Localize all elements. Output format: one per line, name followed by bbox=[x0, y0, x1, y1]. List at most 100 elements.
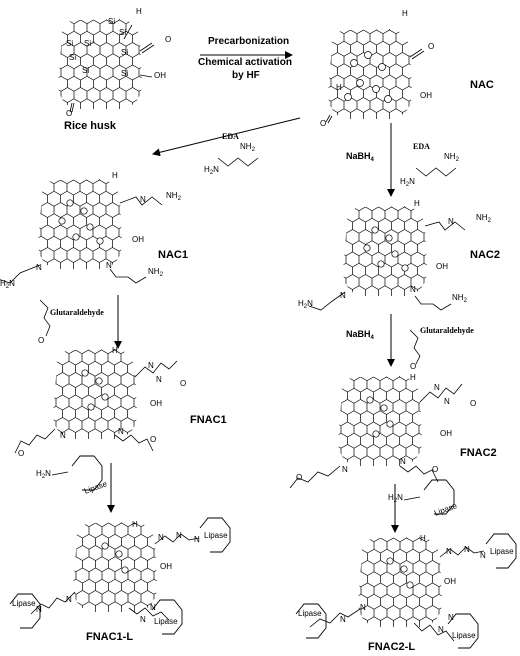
nac1-framework bbox=[0, 179, 163, 284]
atom-nh2-nac1-1: NH2 bbox=[166, 191, 181, 203]
atom-h2n-lipase-left: H2N bbox=[36, 469, 51, 481]
atom-si-4: Si bbox=[69, 53, 77, 62]
atom-nh2-nac2-2: NH2 bbox=[452, 293, 467, 305]
atom-nh2-eda-right: NH2 bbox=[444, 152, 459, 164]
atom-n-nac2-1: N bbox=[448, 217, 454, 226]
atom-n-fnac2-3: N bbox=[342, 465, 348, 474]
atom-n-fnac2l-4: N bbox=[340, 615, 346, 624]
atom-n-fnac1l-6: N bbox=[150, 603, 156, 612]
atom-n-fnac1-3: N bbox=[60, 431, 66, 440]
lipase-text-fnac2l-bottom: Lipase bbox=[452, 631, 476, 640]
atom-oh-nac1: OH bbox=[132, 235, 144, 244]
lipase-amine-right bbox=[403, 496, 421, 501]
atom-n-fnac2l-2: N bbox=[464, 545, 470, 554]
atom-n-nac2-2: N bbox=[340, 291, 346, 300]
atom-n-fnac2-1: N bbox=[434, 383, 440, 392]
atom-h-fnac2l: H bbox=[420, 534, 426, 543]
nac2-framework bbox=[308, 206, 466, 311]
atom-n-nac2-3: N bbox=[410, 285, 416, 294]
eda-molecule-left bbox=[217, 157, 259, 167]
atom-oh-nac: OH bbox=[420, 91, 432, 100]
label-nac: NAC bbox=[470, 79, 494, 91]
reagent-nabh4-2: NaBH4 bbox=[346, 329, 374, 342]
atom-o-fnac2-3: O bbox=[432, 465, 439, 474]
glutaraldehyde-molecule-left bbox=[39, 299, 51, 337]
atom-oh-fnac1l: OH bbox=[160, 562, 172, 571]
atom-n-nac1-3: N bbox=[106, 261, 112, 270]
atom-o-ricehusk-aldehyde: O bbox=[165, 35, 172, 44]
atom-o-nac-aldehyde: O bbox=[428, 42, 435, 51]
label-nac1: NAC1 bbox=[158, 249, 188, 261]
atom-n-nac1-2: N bbox=[36, 263, 42, 272]
lipase-shape-fnac2l-left bbox=[295, 603, 327, 639]
reagent-precarbonization: Precarbonization bbox=[208, 36, 290, 47]
atom-oh-ricehusk: OH bbox=[154, 71, 166, 80]
reagent-eda-right: EDA bbox=[413, 142, 430, 151]
lipase-shape-fnac1l-bottom bbox=[151, 599, 183, 635]
reagent-glutaraldehyde-left: Glutaraldehyde bbox=[50, 308, 104, 317]
fnac2-framework bbox=[289, 376, 463, 489]
lipase-shape-fnac1l-top bbox=[199, 517, 231, 553]
atom-h-ricehusk: H bbox=[136, 7, 142, 16]
lipase-shape-fnac2l-top bbox=[485, 533, 517, 569]
atom-n-fnac2-4: N bbox=[400, 457, 406, 466]
label-fnac2: FNAC2 bbox=[460, 447, 497, 459]
lipase-shape-fnac1l-left bbox=[9, 593, 41, 629]
atom-h-fnac1l: H bbox=[132, 520, 138, 529]
atom-h2n-nac1: H2N bbox=[0, 279, 15, 291]
label-rice-husk: Rice husk bbox=[64, 120, 116, 132]
atom-o-glut-right: O bbox=[410, 362, 417, 371]
atom-n-fnac1l-7: N bbox=[140, 615, 146, 624]
atom-n-fnac1-1: N bbox=[148, 361, 154, 370]
reagent-glutaraldehyde-right: Glutaraldehyde bbox=[420, 326, 474, 335]
eda-molecule-right bbox=[415, 167, 457, 177]
label-nac2: NAC2 bbox=[470, 249, 500, 261]
reagent-nabh4-1: NaBH4 bbox=[346, 151, 374, 164]
atom-n-fnac2l-1: N bbox=[446, 547, 452, 556]
atom-nh2-eda-left: NH2 bbox=[240, 142, 255, 154]
atom-n-fnac2l-7: N bbox=[438, 625, 444, 634]
atom-si-3: Si bbox=[66, 39, 74, 48]
atom-si-2: Si bbox=[119, 28, 127, 37]
atom-o-fnac2-1: O bbox=[470, 399, 477, 408]
atom-o-fnac1-2: O bbox=[18, 449, 25, 458]
reagent-nabh4-2-subscript: 4 bbox=[370, 335, 374, 341]
atom-n-fnac1l-2: N bbox=[176, 531, 182, 540]
atom-o-glut-left: O bbox=[38, 336, 45, 345]
lipase-text-fnac1l-bottom: Lipase bbox=[154, 617, 178, 626]
atom-nh2-nac2-1: NH2 bbox=[476, 213, 491, 225]
reagent-nabh4-1-subscript: 4 bbox=[370, 157, 374, 163]
atom-oh-fnac2: OH bbox=[440, 429, 452, 438]
atom-n-fnac2l-5: N bbox=[360, 603, 366, 612]
atom-n-nac1-1: N bbox=[140, 195, 146, 204]
atom-n-fnac1l-3: N bbox=[194, 535, 200, 544]
atom-h-nac-1: H bbox=[402, 9, 408, 18]
atom-o-fnac1-1: O bbox=[180, 379, 187, 388]
atom-si-7: Si bbox=[121, 69, 129, 78]
lipase-shape-fnac2l-bottom bbox=[447, 613, 479, 649]
glutaraldehyde-molecule-right bbox=[409, 329, 421, 365]
label-fnac1-l: FNAC1-L bbox=[86, 631, 134, 643]
atom-oh-fnac1: OH bbox=[150, 399, 162, 408]
atom-oh-nac2: OH bbox=[436, 262, 448, 271]
atom-n-fnac2l-3: N bbox=[480, 551, 486, 560]
atom-n-fnac2-2: N bbox=[444, 397, 450, 406]
label-fnac1: FNAC1 bbox=[190, 414, 227, 426]
lipase-text-fnac1l-top: Lipase bbox=[204, 531, 228, 540]
rice-husk-framework bbox=[58, 19, 155, 113]
atom-o-nac-ketone: O bbox=[320, 119, 327, 128]
atom-n-fnac1-4: N bbox=[118, 427, 124, 436]
atom-nh2-nac1-2: NH2 bbox=[148, 267, 163, 279]
reagent-nabh4-2-text: NaBH bbox=[346, 329, 371, 339]
atom-o-fnac2-2: O bbox=[296, 473, 303, 482]
reagent-nabh4-1-text: NaBH bbox=[346, 151, 371, 161]
atom-h-nac2: H bbox=[414, 199, 420, 208]
nac-framework bbox=[325, 29, 425, 124]
lipase-text-fnac2l-left: Lipase bbox=[298, 609, 322, 618]
fnac2-l-framework bbox=[309, 537, 485, 642]
atom-n-fnac1l-4: N bbox=[36, 605, 42, 614]
lipase-shape-reagent-left bbox=[71, 455, 103, 491]
reagent-activation-line1: Chemical activation bbox=[198, 57, 292, 68]
fnac1-framework bbox=[14, 349, 178, 454]
